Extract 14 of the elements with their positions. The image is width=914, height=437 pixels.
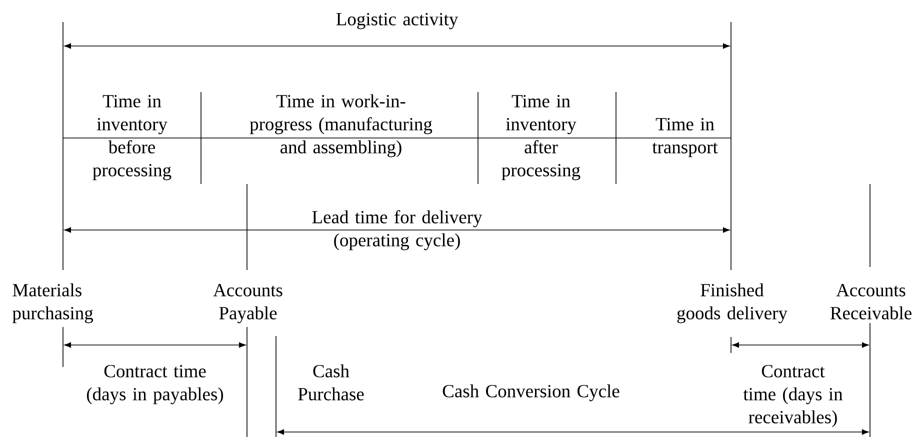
stage-label: Time in inventory before processing xyxy=(92,94,172,180)
stage-label: Time in inventory after processing xyxy=(502,94,580,180)
stage-label: Time in transport xyxy=(652,118,718,158)
event-label: Accounts Receivable xyxy=(830,284,912,320)
span-label: Cash Purchase xyxy=(298,364,364,400)
span-label: Contract time (days in receivables) xyxy=(743,364,843,428)
event-label: Accounts Payable xyxy=(213,284,282,324)
span-label: Contract time (days in payables) xyxy=(86,364,224,404)
event-label: Finished goods delivery xyxy=(677,283,788,324)
stage-label: Time in work-in-progress (manufacturing and assembling) xyxy=(250,94,432,158)
event-label: Materials purchasing xyxy=(12,283,94,324)
span-label: Lead time for delivery (operating cycle) xyxy=(312,210,482,250)
span-label: Logistic activity xyxy=(336,12,458,30)
span-label: Cash Conversion Cycle xyxy=(442,384,620,402)
